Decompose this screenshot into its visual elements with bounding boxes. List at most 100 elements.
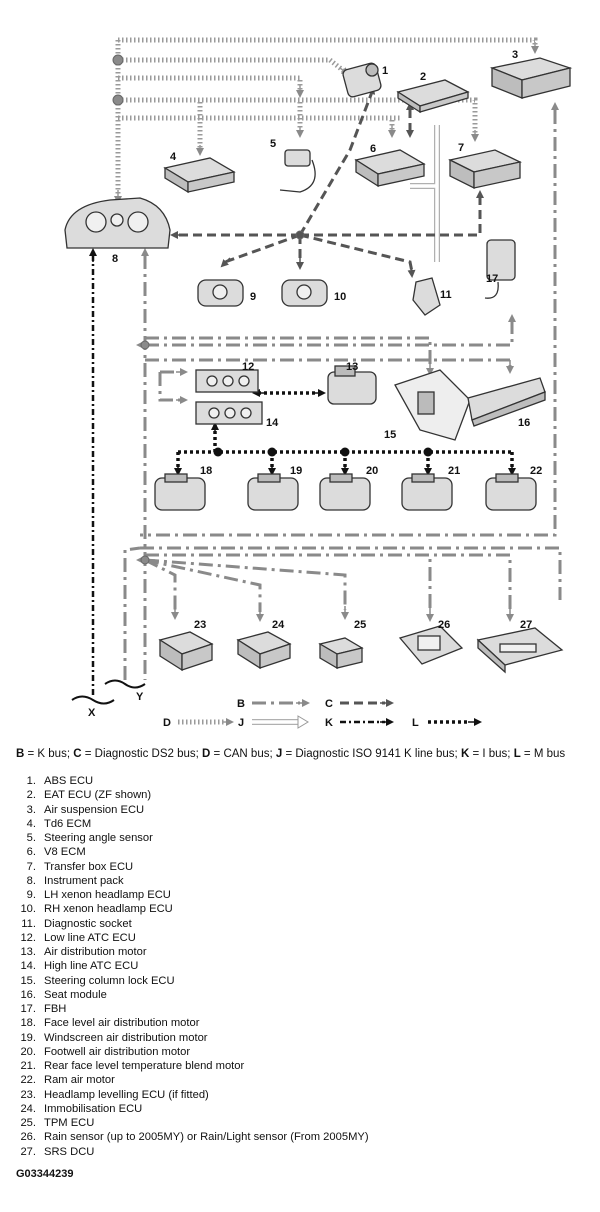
list-item: 8.Instrument pack — [16, 874, 369, 888]
callout-14: 14 — [266, 417, 279, 429]
callout-16: 16 — [518, 417, 530, 429]
list-item: 14.High line ATC ECU — [16, 959, 369, 973]
seat-module-drawing — [467, 377, 546, 427]
legend-k: K — [325, 717, 333, 729]
list-item-label: Transfer box ECU — [44, 860, 134, 873]
windscreen-motor-drawing — [247, 473, 299, 511]
list-item-label: Immobilisation ECU — [44, 1102, 143, 1115]
callout-26: 26 — [438, 619, 450, 631]
list-item: 21. Rear face level temperature blend mot… — [16, 1059, 369, 1073]
list-item-label: LH xenon headlamp ECU — [44, 889, 171, 901]
list-item: 15. Steering column lock ECU — [16, 974, 369, 988]
callout-10: 10 — [334, 291, 346, 303]
list-item: 1. ABS ECU — [16, 774, 369, 788]
high-line-atc-ecu-drawing — [195, 401, 263, 425]
callout-19: 19 — [290, 465, 302, 477]
legend-b: B — [237, 698, 245, 710]
list-item-number: 22. — [20, 1074, 36, 1087]
break-label-x: X — [88, 707, 96, 719]
legend-c: C — [325, 698, 333, 710]
bus-key-code: J — [275, 748, 283, 760]
bus-key-text: = CAN bus; — [210, 748, 276, 760]
list-item-number: 17. — [20, 1003, 36, 1015]
list-item: 11.Diagnostic socket — [16, 917, 369, 931]
list-item-label: SRS DCU — [44, 1145, 95, 1158]
steering-column-lock-ecu-drawing — [394, 369, 471, 441]
break-marks — [71, 679, 146, 705]
rh-xenon-ecu-drawing — [281, 279, 328, 307]
diagnostic-socket-drawing — [412, 277, 441, 316]
list-item-number: 10. — [20, 903, 36, 916]
abs-ecu-drawing — [342, 62, 382, 98]
callout-17: 17 — [486, 273, 498, 285]
list-item-label: Low line ATC ECU — [44, 931, 136, 944]
network-diagram: X Y 1 2 3 4 5 6 7 8 9 10 11 12 13 14 15 … — [64, 37, 573, 729]
list-item-number: 1. — [26, 775, 36, 787]
list-item-label: Seat module — [44, 988, 107, 1001]
bus-key-text: = Diagnostic DS2 bus; — [81, 748, 203, 760]
list-item-number: 8. — [26, 874, 36, 887]
list-item-number: 18. — [20, 1017, 36, 1030]
air-suspension-ecu-drawing — [489, 57, 573, 99]
list-item-label: ABS ECU — [44, 775, 94, 787]
list-item-number: 21. — [20, 1060, 36, 1072]
bus-key: B = K bus; C = Diagnostic DS2 bus; D = C… — [16, 748, 596, 760]
list-item: 2.EAT ECU (ZF shown) — [16, 788, 369, 802]
footwell-motor-drawing — [319, 473, 371, 511]
list-item: 6.V8 ECM — [16, 845, 369, 859]
list-item-label: Face level air distribution motor — [44, 1017, 200, 1030]
low-line-atc-ecu-drawing — [195, 369, 259, 393]
callout-7: 7 — [458, 142, 464, 154]
list-item-number: 13. — [20, 946, 36, 958]
callout-22: 22 — [530, 465, 542, 477]
list-item: 16.Seat module — [16, 988, 369, 1002]
list-item-label: Td6 ECM — [44, 817, 92, 830]
list-item-label: High line ATC ECU — [44, 960, 139, 973]
list-item: 13.Air distribution motor — [16, 945, 369, 959]
list-item: 19.Windscreen air distribution motor — [16, 1031, 369, 1045]
list-item: 10. RH xenon headlamp ECU — [16, 902, 369, 916]
air-distribution-motor-drawing — [327, 365, 377, 405]
list-item: 24.Immobilisation ECU — [16, 1102, 369, 1116]
srs-dcu-drawing — [476, 627, 564, 674]
callout-21: 21 — [448, 465, 460, 477]
lh-xenon-ecu-drawing — [197, 279, 244, 307]
list-item-label: Steering angle sensor — [44, 832, 153, 844]
list-item-number: 19. — [20, 1031, 36, 1044]
list-item: 4. Td6 ECM — [16, 817, 369, 831]
list-item-label: Rear face level temperature blend motor — [44, 1060, 245, 1072]
k-line-bus — [410, 125, 440, 262]
line-legend: B C D J K L — [163, 698, 482, 729]
list-item-number: 3. — [26, 803, 36, 816]
bus-key-text: = K bus; — [24, 748, 74, 760]
callout-1: 1 — [382, 65, 388, 77]
list-item: 7.Transfer box ECU — [16, 860, 369, 874]
list-item-label: EAT ECU (ZF shown) — [44, 789, 152, 802]
bus-key-code: B — [16, 748, 25, 760]
list-item: 20.Footwell air distribution motor — [16, 1045, 369, 1059]
legend-l: L — [412, 717, 419, 729]
fbh-drawing — [484, 239, 516, 299]
callout-11: 11 — [440, 289, 452, 301]
steering-angle-sensor-drawing — [279, 149, 316, 193]
list-item: 17. FBH — [16, 1002, 369, 1016]
bus-key-code: C — [73, 748, 82, 760]
list-item-label: TPM ECU — [44, 1117, 95, 1129]
legend-d: D — [163, 717, 171, 729]
rain-sensor-drawing — [398, 625, 464, 665]
eat-ecu-drawing — [396, 79, 470, 114]
list-item-label: FBH — [44, 1003, 67, 1015]
list-item-number: 15. — [20, 974, 36, 987]
list-item-label: Diagnostic socket — [44, 917, 132, 930]
callout-12: 12 — [242, 361, 254, 373]
list-item-label: Steering column lock ECU — [44, 974, 175, 987]
callout-13: 13 — [346, 361, 358, 373]
list-item-number: 4. — [26, 817, 36, 830]
face-level-motor-drawing — [154, 473, 206, 511]
list-item-number: 6. — [26, 846, 36, 859]
list-item-label: RH xenon headlamp ECU — [44, 903, 173, 916]
callout-24: 24 — [272, 619, 285, 631]
callout-2: 2 — [420, 71, 426, 83]
list-item: 27.SRS DCU — [16, 1145, 369, 1159]
